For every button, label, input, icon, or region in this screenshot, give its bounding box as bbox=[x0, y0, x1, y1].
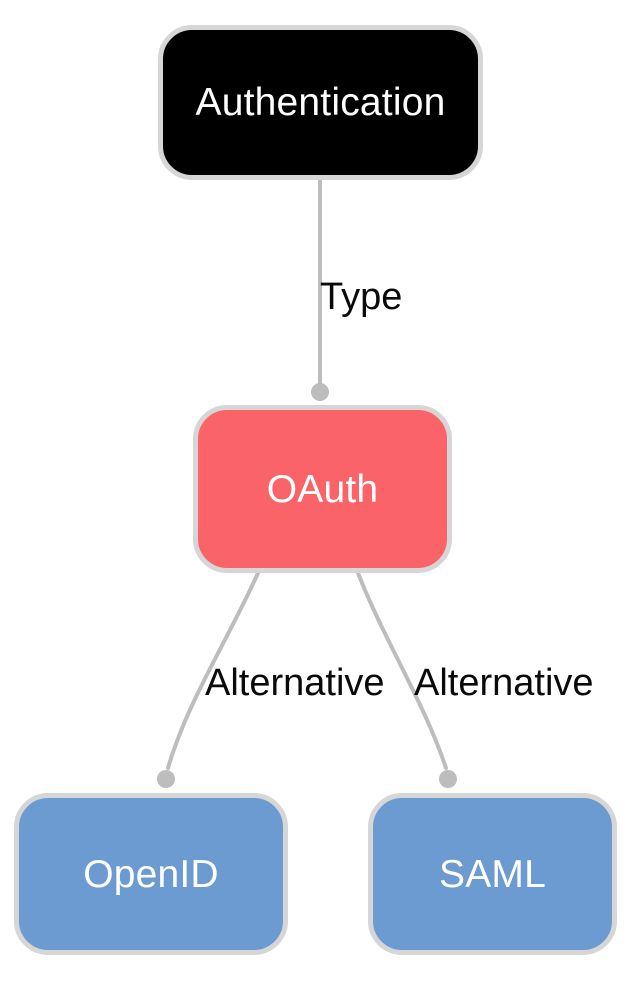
node-saml[interactable]: SAML bbox=[368, 793, 617, 955]
edge-label-alternative-saml: Alternative bbox=[414, 662, 594, 704]
node-openid-label: OpenID bbox=[83, 852, 219, 896]
node-authentication[interactable]: Authentication bbox=[158, 25, 483, 180]
node-saml-label: SAML bbox=[438, 852, 546, 896]
edge-label-type: Type bbox=[320, 276, 403, 318]
edge-endpoint-marker-saml bbox=[439, 770, 457, 788]
node-authentication-label: Authentication bbox=[195, 81, 446, 124]
node-openid[interactable]: OpenID bbox=[14, 793, 288, 955]
edge-label-alternative-openid: Alternative bbox=[205, 662, 385, 704]
edge-path-alternative-saml[interactable] bbox=[356, 571, 448, 770]
edge-endpoint-marker-oauth bbox=[311, 383, 329, 401]
edge-path-alternative-openid[interactable] bbox=[166, 571, 260, 770]
node-oauth-label: OAuth bbox=[266, 467, 379, 511]
node-oauth[interactable]: OAuth bbox=[193, 405, 452, 573]
edge-endpoint-marker-openid bbox=[157, 770, 175, 788]
